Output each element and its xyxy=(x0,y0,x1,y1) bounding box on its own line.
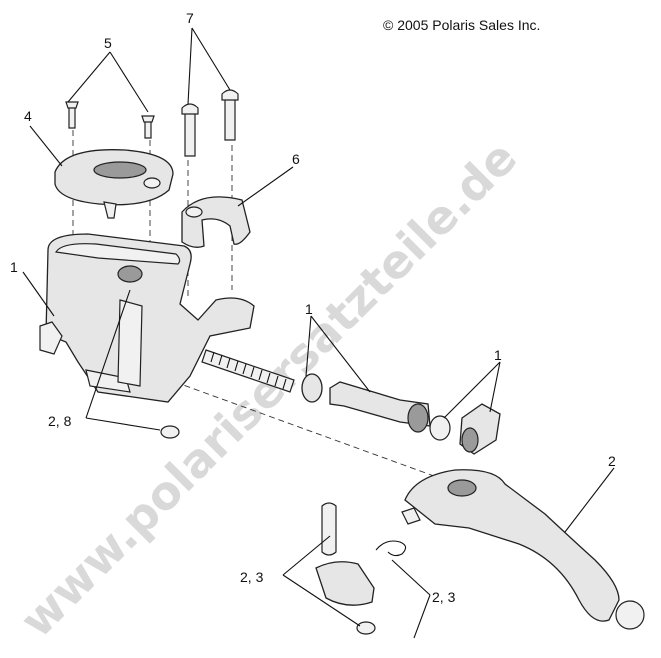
retaining-clip xyxy=(375,540,407,557)
clamp-bolts xyxy=(181,89,239,157)
leader-lines xyxy=(22,27,615,639)
piston-spring xyxy=(201,349,295,393)
callout-1-body: 1 xyxy=(10,259,18,275)
master-cylinder-body xyxy=(39,233,255,403)
assembly-axis-line xyxy=(174,381,446,481)
reservoir-cap xyxy=(54,149,174,219)
callout-6: 6 xyxy=(292,151,300,167)
callout-2-lever: 2 xyxy=(608,453,616,469)
callout-1-piston: 1 xyxy=(305,301,313,317)
piston-washer xyxy=(429,415,451,441)
handlebar-clamp xyxy=(181,196,251,248)
reservoir-cap-screws xyxy=(65,101,155,139)
callout-5: 5 xyxy=(104,35,112,51)
body-washer xyxy=(160,425,180,439)
pivot-bushing xyxy=(315,561,375,606)
copyright-text: © 2005 Polaris Sales Inc. xyxy=(383,17,540,33)
callout-7: 7 xyxy=(186,10,194,26)
watermark: www.polarisersatzteile.de xyxy=(10,130,527,647)
callout-2-3-left: 2, 3 xyxy=(240,569,264,585)
pivot-pin xyxy=(321,502,337,556)
brake-lever xyxy=(401,469,645,630)
piston-seal xyxy=(301,373,323,403)
callout-4: 4 xyxy=(24,108,32,124)
piston xyxy=(329,381,431,433)
callout-2-3-right: 2, 3 xyxy=(432,589,456,605)
callout-2-8: 2, 8 xyxy=(48,413,72,429)
callout-1-boot: 1 xyxy=(494,347,502,363)
piston-boot xyxy=(459,403,501,455)
lever-washer xyxy=(356,621,376,635)
